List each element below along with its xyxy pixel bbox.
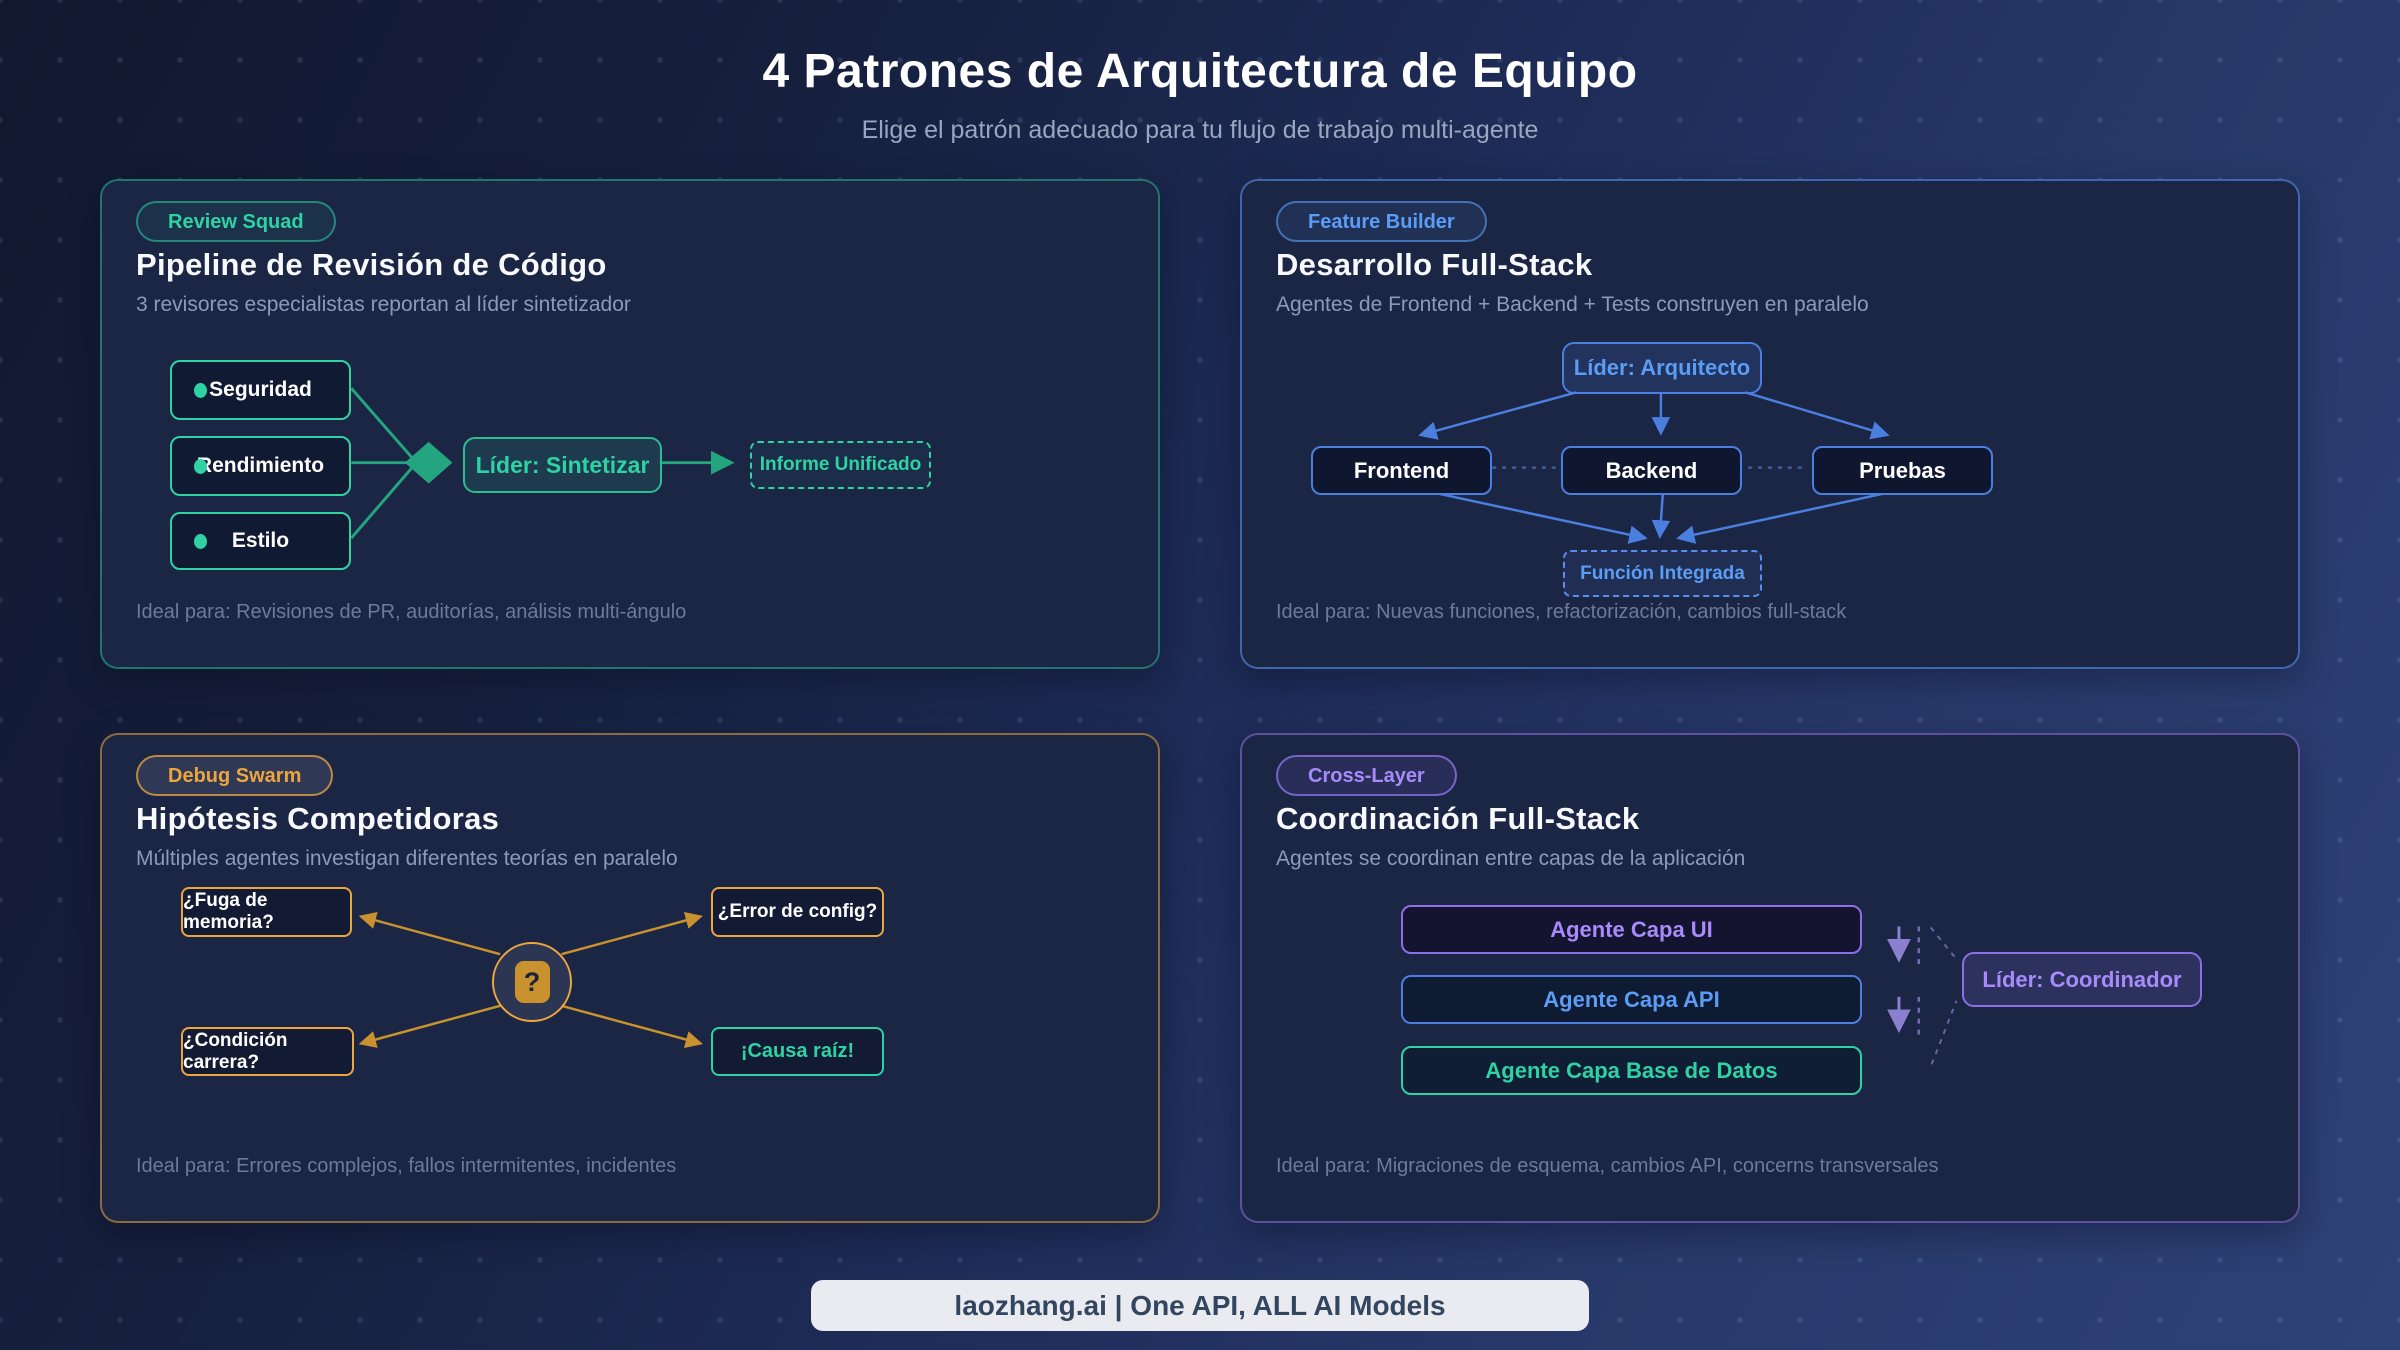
feature-subtitle: Agentes de Frontend + Backend + Tests co…	[1276, 293, 1869, 316]
agent-dot-icon	[194, 382, 207, 398]
review-subtitle: 3 revisores especialistas reportan al lí…	[136, 293, 631, 316]
node-causa-raiz: ¡Causa raíz!	[711, 1027, 884, 1076]
badge-cross-layer: Cross-Layer	[1276, 755, 1457, 796]
node-agente-capa-ui: Agente Capa UI	[1401, 905, 1862, 954]
review-ideal-text: Ideal para: Revisiones de PR, auditorías…	[136, 601, 687, 623]
node-api-label: Agente Capa API	[1543, 986, 1720, 1012]
node-funcion-integrada: Función Integrada	[1563, 550, 1762, 597]
agent-dot-icon	[194, 533, 207, 549]
node-rendimiento-label: Rendimiento	[196, 454, 325, 477]
badge-debug-swarm: Debug Swarm	[136, 755, 334, 796]
panel-review-squad: Review Squad Pipeline de Revisión de Cód…	[100, 179, 1160, 669]
node-lider-sintetizar-label: Líder: Sintetizar	[475, 451, 650, 478]
node-backend-label: Backend	[1605, 457, 1698, 483]
review-title: Pipeline de Revisión de Código	[136, 247, 607, 282]
brand-footer-label: laozhang.ai | One API, ALL AI Models	[954, 1289, 1446, 1321]
node-lider-arquitecto: Líder: Arquitecto	[1562, 342, 1762, 394]
merge-arrow-icon	[404, 441, 453, 484]
debug-ideal-text: Ideal para: Errores complejos, fallos in…	[136, 1155, 677, 1177]
node-seguridad: Seguridad	[170, 360, 351, 420]
question-glyph: ?	[523, 966, 541, 997]
node-condicion-carrera: ¿Condición carrera?	[181, 1027, 354, 1076]
panel-feature-builder: Feature Builder Desarrollo Full-Stack Ag…	[1240, 179, 2300, 669]
node-lider-sintetizar: Líder: Sintetizar	[463, 437, 662, 493]
page-title: 4 Patrones de Arquitectura de Equipo	[762, 45, 1638, 98]
coord-ideal-text: Ideal para: Migraciones de esquema, camb…	[1276, 1155, 1939, 1177]
mystery-circle: ?	[492, 942, 572, 1022]
feature-ideal-text: Ideal para: Nuevas funciones, refactoriz…	[1276, 601, 1847, 623]
node-estilo: Estilo	[170, 512, 351, 570]
node-informe-label: Informe Unificado	[759, 454, 922, 475]
node-informe-unificado: Informe Unificado	[750, 441, 931, 489]
node-ui-label: Agente Capa UI	[1550, 916, 1713, 942]
page-subtitle: Elige el patrón adecuado para tu flujo d…	[861, 116, 1539, 144]
node-lider-arquitecto-label: Líder: Arquitecto	[1573, 355, 1751, 380]
panel-cross-layer: Cross-Layer Coordinación Full-Stack Agen…	[1240, 733, 2300, 1223]
coord-title: Coordinación Full-Stack	[1276, 801, 1640, 836]
node-pruebas: Pruebas	[1812, 446, 1993, 495]
node-config-label: ¿Error de config?	[717, 901, 878, 922]
agent-dot-icon	[194, 458, 207, 474]
panel-debug-swarm: Debug Swarm Hipótesis Competidoras Múlti…	[100, 733, 1160, 1223]
debug-subtitle: Múltiples agentes investigan diferentes …	[136, 847, 678, 870]
coord-subtitle: Agentes se coordinan entre capas de la a…	[1276, 847, 1746, 870]
node-lider-coordinador-label: Líder: Coordinador	[1982, 966, 2182, 992]
node-rendimiento: Rendimiento	[170, 436, 351, 496]
node-agente-capa-api: Agente Capa API	[1401, 975, 1862, 1024]
badge-feature-builder: Feature Builder	[1276, 201, 1487, 242]
node-lider-coordinador: Líder: Coordinador	[1962, 952, 2202, 1007]
node-seguridad-label: Seguridad	[209, 378, 312, 401]
node-pruebas-label: Pruebas	[1859, 457, 1946, 483]
node-carrera-label: ¿Condición carrera?	[183, 1029, 288, 1073]
node-estilo-label: Estilo	[231, 529, 290, 552]
brand-footer-link[interactable]: laozhang.ai | One API, ALL AI Models	[811, 1280, 1589, 1331]
node-error-config: ¿Error de config?	[711, 887, 884, 937]
feature-title: Desarrollo Full-Stack	[1276, 247, 1593, 282]
node-fuga-memoria: ¿Fuga de memoria?	[181, 887, 352, 937]
node-causa-label: ¡Causa raíz!	[740, 1040, 855, 1062]
node-fuga-label: ¿Fuga de memoria?	[183, 890, 274, 933]
debug-title: Hipótesis Competidoras	[136, 801, 500, 836]
node-agente-capa-db: Agente Capa Base de Datos	[1401, 1046, 1862, 1095]
node-frontend-label: Frontend	[1353, 457, 1450, 483]
node-backend: Backend	[1561, 446, 1742, 495]
node-funcion-label: Función Integrada	[1580, 562, 1745, 584]
badge-review-squad: Review Squad	[136, 201, 336, 242]
question-icon: ?	[514, 961, 550, 1003]
node-frontend: Frontend	[1311, 446, 1492, 495]
node-db-label: Agente Capa Base de Datos	[1485, 1057, 1778, 1083]
